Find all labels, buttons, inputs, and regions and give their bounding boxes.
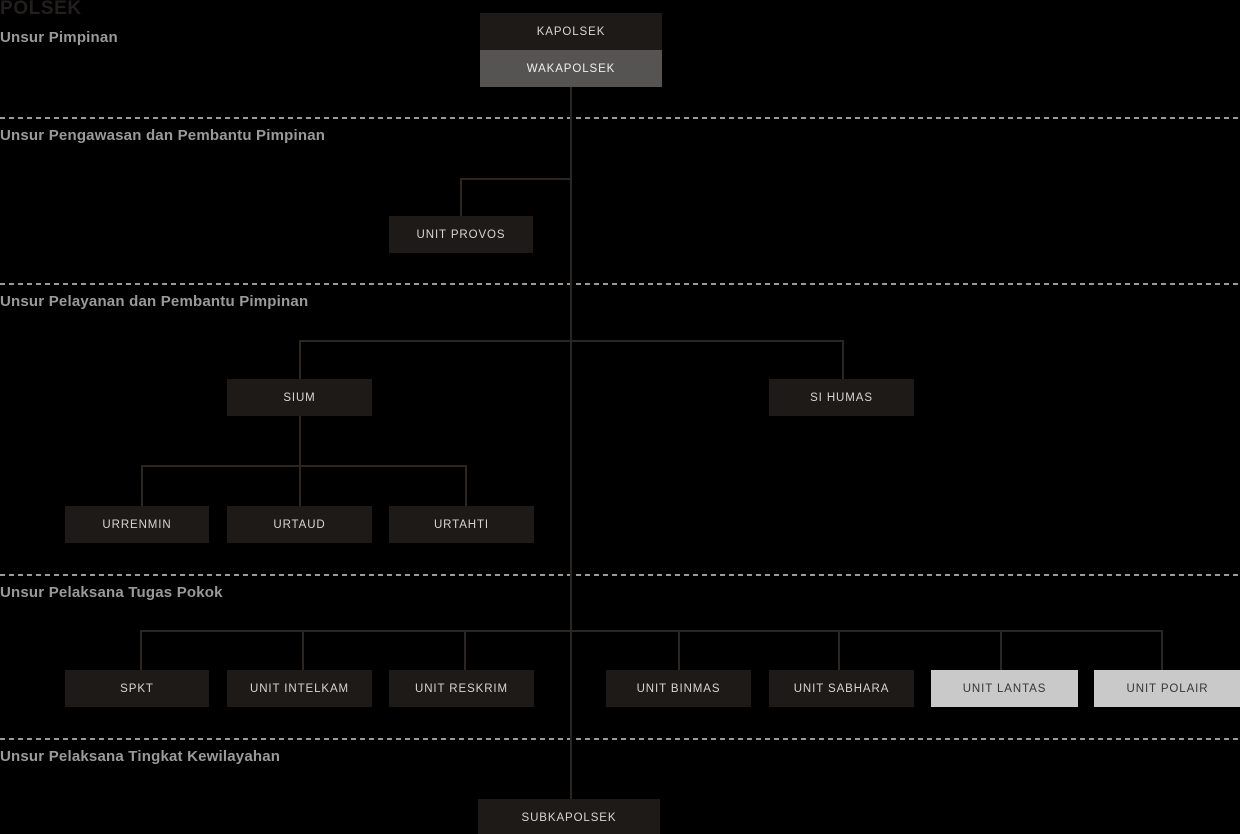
node-unit-provos[interactable]: UNIT PROVOS [389,216,533,253]
connector-intelkam-drop [302,630,304,671]
connector-sium-stem [299,416,301,466]
connector-reskrim-drop [464,630,466,671]
connector-urrenmin-drop [141,465,143,507]
connector-provos-vertical [460,178,462,218]
connector-provos-horizontal [460,178,572,180]
connector-spkt-drop [140,630,142,671]
node-si-humas[interactable]: SI HUMAS [769,379,914,416]
section-divider-2 [0,283,1240,285]
section-divider-4 [0,738,1240,740]
connector-binmas-drop [678,630,680,671]
node-spkt[interactable]: SPKT [65,670,209,707]
connector-sium-drop [299,340,301,380]
node-unit-lantas[interactable]: UNIT LANTAS [931,670,1078,707]
connector-urtaud-drop [299,465,301,507]
section-label-unsur-pimpinan: Unsur Pimpinan [0,29,118,46]
section-divider-3 [0,574,1240,576]
connector-si-humas-drop [842,340,844,380]
connector-sium-children-horizontal [141,465,467,467]
section-divider-1 [0,117,1240,119]
section-label-unsur-pelayanan: Unsur Pelayanan dan Pembantu Pimpinan [0,293,309,310]
connector-level3-horizontal [299,340,844,342]
node-unit-reskrim[interactable]: UNIT RESKRIM [389,670,534,707]
node-unit-sabhara[interactable]: UNIT SABHARA [769,670,914,707]
node-kapolsek[interactable]: KAPOLSEK [480,13,662,50]
trunk-line-main [570,86,572,801]
connector-lantas-drop [1000,630,1002,671]
node-unit-polair[interactable]: UNIT POLAIR [1094,670,1240,707]
node-sium[interactable]: SIUM [227,379,372,416]
node-subkapolsek[interactable]: SUBKAPOLSEK [478,799,660,834]
section-label-unsur-pelaksana-kewilayahan: Unsur Pelaksana Tingkat Kewilayahan [0,748,281,765]
section-label-unsur-pelaksana-tugas-pokok: Unsur Pelaksana Tugas Pokok [0,584,223,601]
node-unit-binmas[interactable]: UNIT BINMAS [606,670,751,707]
node-unit-intelkam[interactable]: UNIT INTELKAM [227,670,372,707]
section-label-unsur-pengawasan: Unsur Pengawasan dan Pembantu Pimpinan [0,127,326,144]
node-urtaud[interactable]: URTAUD [227,506,372,543]
page-title: POLSEK [0,0,82,19]
connector-sabhara-drop [838,630,840,671]
connector-urtahti-drop [465,465,467,507]
node-urrenmin[interactable]: URRENMIN [65,506,209,543]
connector-level5-horizontal [140,630,1163,632]
node-wakapolsek[interactable]: WAKAPOLSEK [480,50,662,87]
node-urtahti[interactable]: URTAHTI [389,506,534,543]
connector-polair-drop [1161,630,1163,671]
